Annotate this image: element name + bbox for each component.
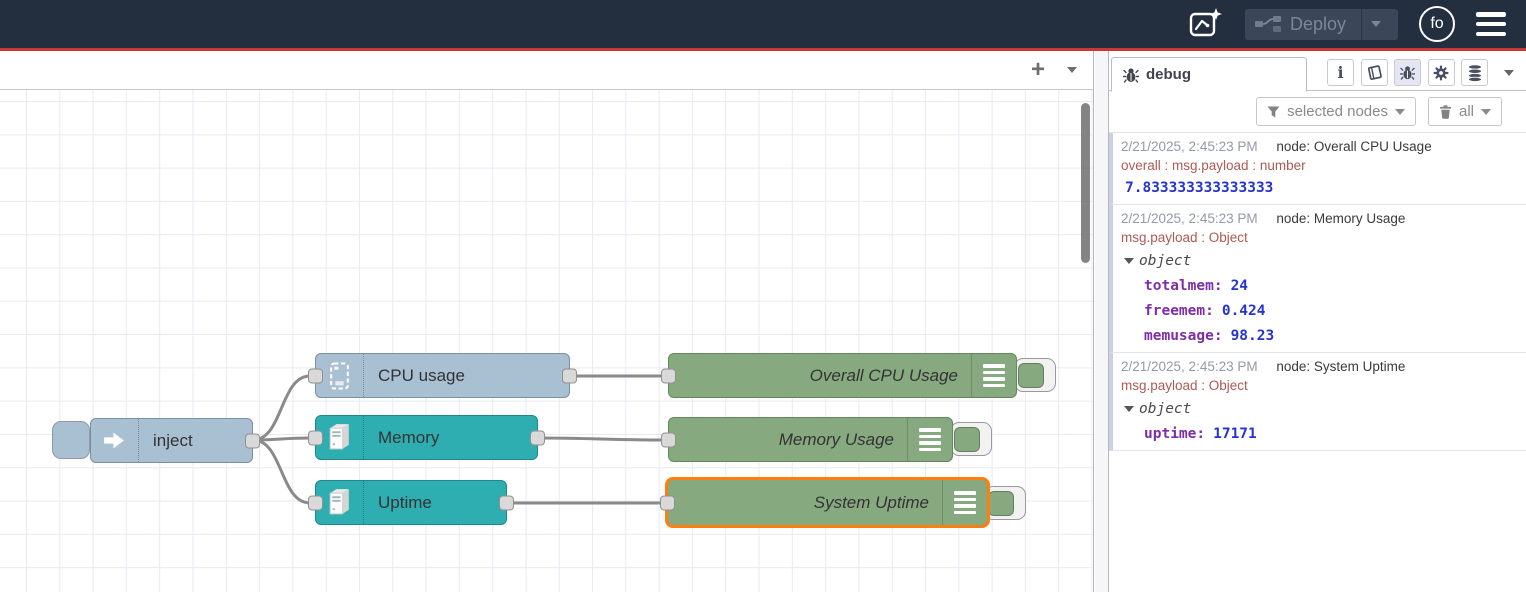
sidebar-splitter[interactable] (1095, 51, 1108, 592)
collapse-caret-icon[interactable] (1124, 406, 1134, 412)
input-port[interactable] (661, 432, 676, 447)
node-cpu-usage[interactable]: CPU usage (315, 353, 570, 398)
object-property: memusage:98.23 (1121, 328, 1520, 344)
node-label: Overall CPU Usage (669, 366, 1016, 386)
database-icon (1467, 64, 1483, 82)
output-port[interactable] (530, 430, 545, 445)
input-port[interactable] (308, 495, 323, 510)
message-node-name: node: System Uptime (1276, 359, 1405, 374)
tab-help[interactable] (1361, 59, 1388, 86)
deploy-icon (1255, 16, 1281, 32)
message-value: 7.833333333333333 (1121, 180, 1520, 196)
trash-icon (1439, 105, 1452, 119)
input-port[interactable] (660, 495, 675, 510)
debug-message-list: 2/21/2025, 2:45:23 PM node: Overall CPU … (1109, 133, 1526, 451)
workspace-tab-bar: + (0, 51, 1094, 90)
message-node-name: node: Overall CPU Usage (1276, 139, 1431, 154)
node-debug-system-uptime[interactable]: System Uptime (665, 477, 990, 528)
main-menu-button[interactable] (1476, 11, 1506, 37)
clear-label: all (1459, 103, 1474, 120)
message-property: msg.payload : Object (1121, 378, 1520, 393)
node-label: CPU usage (316, 366, 465, 386)
filter-label: selected nodes (1287, 103, 1388, 120)
deploy-divider (1361, 9, 1362, 40)
deploy-button[interactable]: Deploy (1245, 9, 1398, 40)
debug-message[interactable]: 2/21/2025, 2:45:23 PM node: Overall CPU … (1109, 133, 1526, 205)
debug-toolbar: selected nodes all (1109, 91, 1526, 133)
node-label: Uptime (316, 493, 432, 513)
output-port[interactable] (245, 433, 260, 448)
filter-funnel-icon (1267, 106, 1280, 118)
object-property: uptime:17171 (1121, 426, 1520, 442)
object-property: freemem:0.424 (1121, 303, 1520, 319)
deploy-label: Deploy (1290, 14, 1346, 35)
tab-debug-messages[interactable] (1394, 59, 1421, 86)
node-label: inject (91, 431, 193, 451)
node-inject[interactable]: inject (90, 418, 253, 463)
debug-filter-button[interactable]: selected nodes (1256, 97, 1416, 126)
node-label: Memory Usage (669, 430, 952, 450)
tab-context-data[interactable] (1461, 59, 1488, 86)
clear-caret-icon (1481, 109, 1491, 115)
sidebar-tab-bar: debug i (1109, 51, 1526, 91)
user-avatar[interactable]: fo (1419, 6, 1455, 42)
flow-sparkle-icon (1187, 6, 1223, 42)
flow-canvas[interactable]: inject CPU usage (0, 90, 1094, 592)
wire[interactable] (538, 438, 664, 440)
header: Deploy fo (0, 0, 1526, 51)
node-label: System Uptime (668, 493, 987, 513)
bug-icon (1123, 67, 1139, 83)
message-timestamp: 2/21/2025, 2:45:23 PM (1121, 359, 1258, 374)
tab-debug[interactable]: debug (1111, 57, 1307, 92)
debug-clear-button[interactable]: all (1428, 97, 1502, 126)
sidebar-tabs-caret-icon[interactable] (1504, 70, 1514, 76)
debug-enable-toggle[interactable] (984, 486, 1026, 520)
canvas-vertical-scrollbar[interactable] (1081, 103, 1090, 263)
tab-config-nodes[interactable] (1428, 59, 1455, 86)
flow-list-caret-icon[interactable] (1067, 67, 1077, 73)
collapse-caret-icon[interactable] (1124, 258, 1134, 264)
hamburger-icon (1476, 12, 1506, 17)
output-port[interactable] (499, 495, 514, 510)
deploy-caret-icon[interactable] (1371, 21, 1381, 27)
debug-message[interactable]: 2/21/2025, 2:45:23 PM node: Memory Usage… (1109, 205, 1526, 353)
tab-info[interactable]: i (1327, 59, 1354, 86)
book-icon (1366, 64, 1383, 81)
message-timestamp: 2/21/2025, 2:45:23 PM (1121, 139, 1258, 154)
flow-assistant-button[interactable] (1186, 6, 1224, 42)
input-port[interactable] (308, 430, 323, 445)
node-memory[interactable]: Memory (315, 415, 538, 460)
output-port[interactable] (562, 368, 577, 383)
avatar-initials: fo (1430, 15, 1443, 33)
debug-enable-toggle[interactable] (950, 422, 992, 456)
gear-icon (1433, 65, 1449, 81)
node-debug-overall-cpu[interactable]: Overall CPU Usage (668, 353, 1017, 398)
inject-trigger-button[interactable] (52, 421, 90, 459)
object-property: totalmem:24 (1121, 278, 1520, 294)
input-port[interactable] (308, 368, 323, 383)
debug-message[interactable]: 2/21/2025, 2:45:23 PM node: System Uptim… (1109, 353, 1526, 451)
debug-sidebar: debug i (1108, 51, 1526, 592)
debug-enable-toggle[interactable] (1014, 358, 1056, 392)
object-label: object (1139, 401, 1191, 417)
add-flow-button[interactable]: + (1031, 58, 1045, 82)
bug-icon (1400, 65, 1415, 80)
wire[interactable] (253, 440, 310, 503)
input-port[interactable] (661, 368, 676, 383)
object-label: object (1139, 253, 1191, 269)
sidebar-tab-buttons: i (1327, 59, 1514, 86)
message-property: msg.payload : Object (1121, 230, 1520, 245)
tab-debug-label: debug (1146, 66, 1191, 83)
node-uptime[interactable]: Uptime (315, 480, 507, 525)
message-node-name: node: Memory Usage (1276, 211, 1405, 226)
filter-caret-icon (1395, 109, 1405, 115)
node-label: Memory (316, 428, 439, 448)
message-timestamp: 2/21/2025, 2:45:23 PM (1121, 211, 1258, 226)
node-debug-memory-usage[interactable]: Memory Usage (668, 417, 953, 462)
wire[interactable] (253, 376, 310, 440)
message-property: overall : msg.payload : number (1121, 158, 1520, 173)
